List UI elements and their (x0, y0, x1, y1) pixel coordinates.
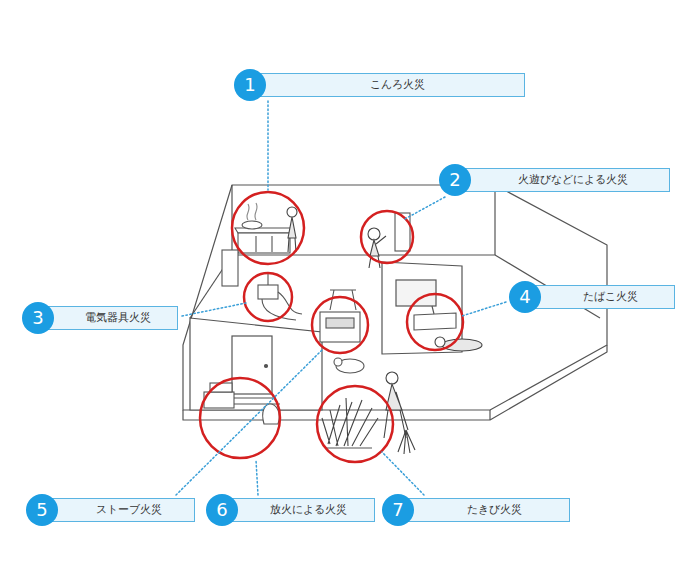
front-wall (190, 318, 322, 410)
people (288, 217, 296, 252)
callout-label: 火遊びなどによる火災 (463, 168, 670, 192)
callout-number-text: 3 (32, 307, 43, 329)
callout-number-text: 2 (449, 169, 460, 191)
front-wall (265, 365, 268, 368)
callout-label: 放火による火災 (230, 498, 375, 522)
hazard-circle (312, 297, 368, 353)
callout-number-text: 5 (36, 499, 47, 521)
kitchen (222, 203, 410, 286)
leader-line (176, 101, 506, 495)
house-outline (489, 410, 490, 420)
callout-number: 2 (439, 164, 471, 196)
hazard-circle (200, 192, 463, 462)
kitchen (235, 228, 292, 233)
hazard-circle (317, 386, 393, 462)
callout-label-text: こんろ火災 (370, 78, 425, 91)
hazard-circle (407, 294, 463, 350)
callout-number-text: 1 (244, 74, 255, 96)
leader-line (403, 197, 445, 220)
leader-line (182, 303, 246, 316)
callout-circle-fill (382, 494, 414, 526)
house-outline (494, 185, 495, 255)
callout-circle-fill (509, 281, 541, 313)
appliances (414, 313, 456, 330)
leader-line (176, 350, 322, 495)
people (398, 430, 415, 454)
kitchen (395, 213, 410, 251)
yard-items (204, 358, 378, 448)
kitchen (222, 250, 238, 286)
kitchen (242, 221, 262, 229)
yard-items (334, 358, 342, 366)
callout-label-text: ストーブ火災 (96, 503, 162, 516)
callout-label: 電気器具火災 (46, 306, 178, 330)
hazard-circle (200, 378, 280, 458)
people (435, 337, 445, 347)
appliances (258, 285, 278, 299)
yard-items (326, 447, 372, 448)
callout-number: 6 (206, 494, 238, 526)
callout-circle-fill (206, 494, 238, 526)
callout-label-text: たきび火災 (467, 503, 522, 516)
callout-label-text: 電気器具火災 (85, 311, 151, 324)
hazard-circle (232, 192, 304, 264)
yard-items (322, 398, 378, 446)
front-wall (190, 318, 322, 410)
callout-label-text: 火遊びなどによる火災 (518, 173, 628, 186)
callout-number-text: 7 (392, 499, 403, 521)
callout-number: 3 (22, 302, 54, 334)
front-wall (232, 336, 272, 394)
people (386, 372, 398, 384)
callout-number: 4 (509, 281, 541, 313)
callout-label: たきび火災 (406, 498, 570, 522)
hazard-circle (244, 273, 292, 321)
leader-line (462, 302, 506, 316)
callout-label-text: 放火による火災 (270, 503, 347, 516)
callout-number: 1 (234, 69, 266, 101)
callout-circle-fill (26, 494, 58, 526)
callout-label-text: たばこ火災 (583, 290, 638, 303)
leader-line (256, 460, 258, 495)
appliances (326, 318, 354, 328)
callout-number-text: 4 (519, 286, 530, 308)
appliances (320, 312, 360, 342)
appliances (432, 306, 434, 314)
callout-circle-fill (234, 69, 266, 101)
people (442, 339, 482, 351)
callout-label: ストーブ火災 (50, 498, 195, 522)
people (287, 207, 297, 217)
callout-number-text: 6 (216, 499, 227, 521)
kitchen (247, 203, 257, 220)
people (384, 384, 408, 438)
callout-circle-fill (22, 302, 54, 334)
callout-number: 7 (382, 494, 414, 526)
callout-label: こんろ火災 (258, 73, 525, 97)
leader-line (382, 452, 424, 495)
callout-label: たばこ火災 (533, 285, 675, 309)
appliances (262, 272, 302, 320)
people (287, 207, 482, 454)
callout-circle-fill (439, 164, 471, 196)
kitchen (256, 236, 272, 252)
leader-line (267, 101, 269, 190)
callout-number: 5 (26, 494, 58, 526)
kitchen (238, 233, 290, 253)
